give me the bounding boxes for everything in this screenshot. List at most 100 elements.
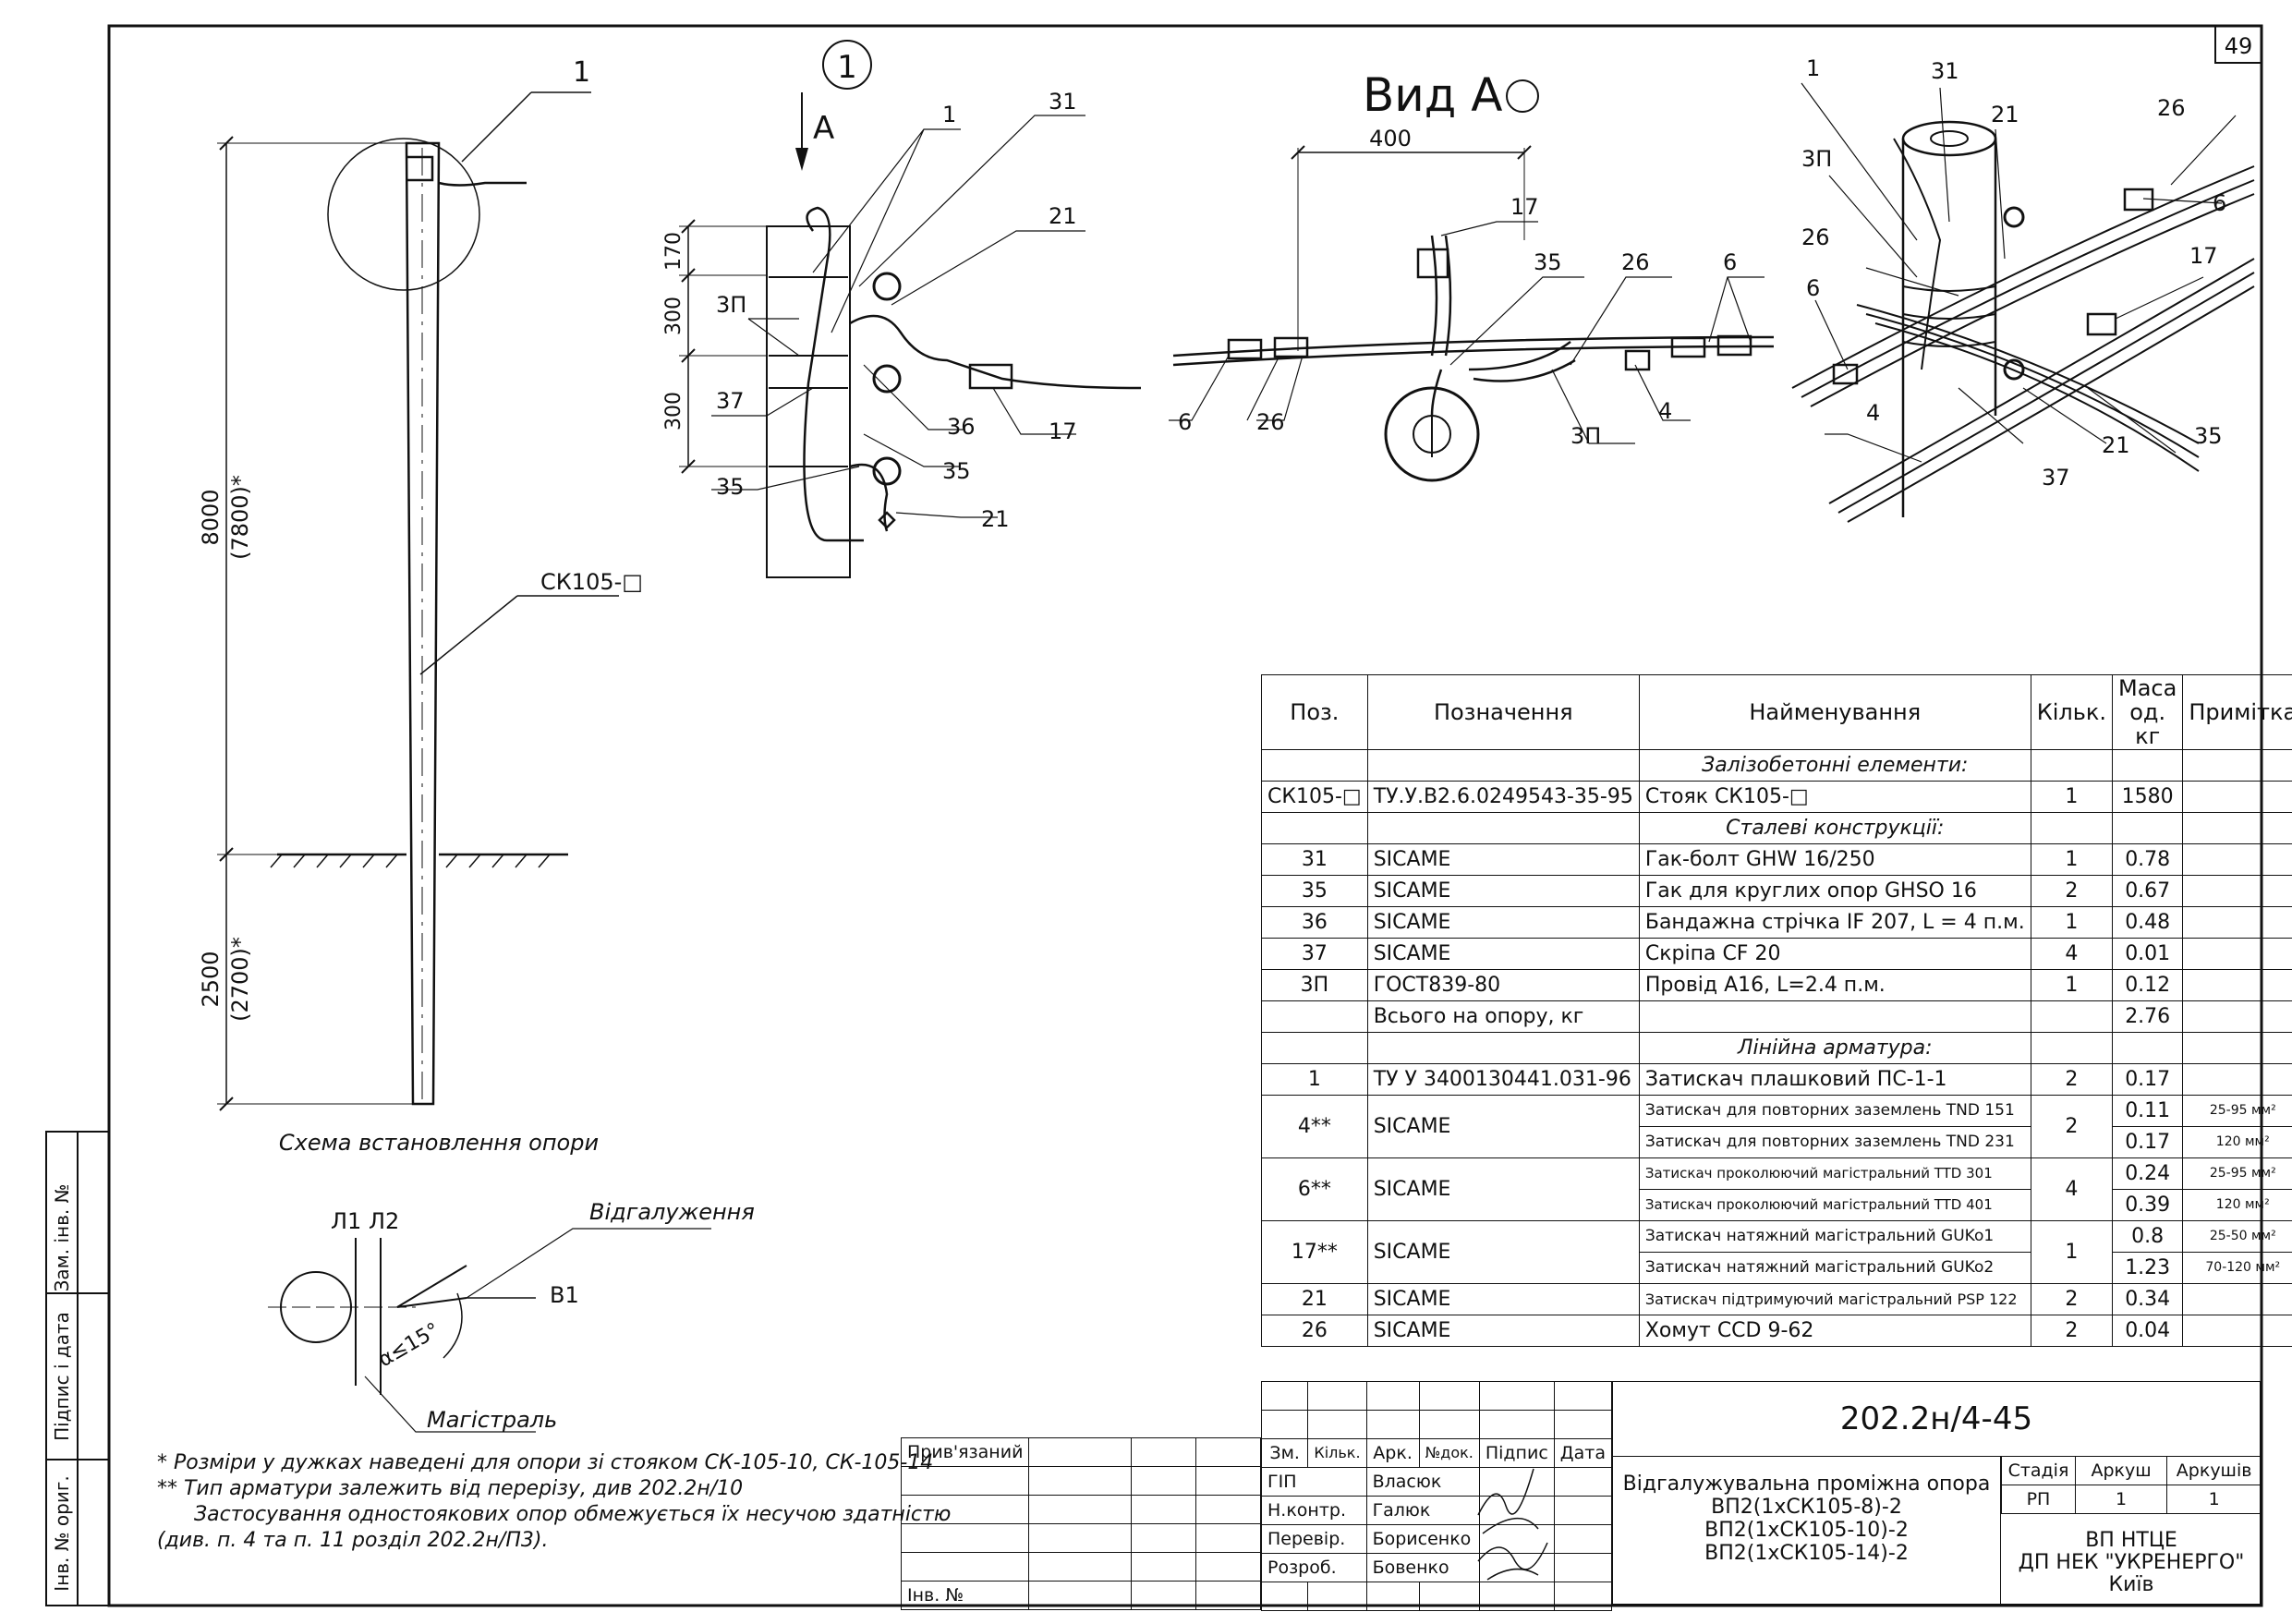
spec-h-name: Найменування xyxy=(1639,675,2031,750)
iso-label-3p: 3П xyxy=(1801,146,1832,172)
view-a-label-17: 17 xyxy=(1510,194,1539,220)
title-line-3: ВП2(1хСК105-10)-2 xyxy=(1613,1519,2000,1542)
detail-dim-3: 300 xyxy=(662,392,685,430)
cell-pos: 4** xyxy=(1262,1096,1368,1158)
spec-h-qty: Кільк. xyxy=(2031,675,2112,750)
inv-label: Інв. № xyxy=(902,1582,1029,1610)
cell-qty: 1 xyxy=(2031,907,2112,939)
view-a-cables xyxy=(1173,236,1774,365)
iso-label-6b: 6 xyxy=(2213,190,2226,216)
cell-name: Затискач підтримуючий магістральний PSP … xyxy=(1639,1284,2031,1315)
cell-des: SICAME xyxy=(1367,1158,1639,1221)
detail-label-3p: 3П xyxy=(716,292,746,318)
org-line-2: ДП НЕК "УКРЕНЕРГО" xyxy=(2001,1552,2262,1574)
col-qty: Кільк. xyxy=(1308,1439,1366,1468)
cell-total-label: Всього на опору, кг xyxy=(1367,1001,1639,1033)
detail-cables xyxy=(850,316,1141,531)
cell-qty: 2 xyxy=(2031,876,2112,907)
sheets-value: 1 xyxy=(2167,1485,2262,1514)
cell-pos: 17** xyxy=(1262,1221,1368,1284)
branch-scheme: Л1 Л2 Відгалуження В1 α≤15° Магістраль xyxy=(268,1199,755,1433)
role-check: Перевір. xyxy=(1262,1525,1367,1554)
iso-label-35: 35 xyxy=(2194,423,2223,449)
view-a-top: Вид А 400 17 35 26 6 6 26 3П 4 xyxy=(1169,68,1774,480)
sheets-header: Аркушів xyxy=(2167,1457,2262,1485)
detail-label-35a: 35 xyxy=(942,458,971,484)
cell-des: SICAME xyxy=(1367,1284,1639,1315)
angle-label: α≤15° xyxy=(375,1319,444,1373)
name-gip: Власюк xyxy=(1366,1468,1479,1497)
cell-note: 70-120 мм² xyxy=(2183,1253,2292,1284)
organization: ВП НТЦЕ ДП НЕК "УКРЕНЕРГО" Київ xyxy=(2001,1519,2262,1604)
name-norm: Галюк xyxy=(1366,1497,1479,1525)
view-a-label-6: 6 xyxy=(1723,249,1737,275)
iso-branch-cables xyxy=(1857,305,2199,471)
cell-name: Бандажна стрічка IF 207, L = 4 п.м. xyxy=(1639,907,2031,939)
col-date: Дата xyxy=(1554,1439,1611,1468)
cell-qty: 1 xyxy=(2031,970,2112,1001)
detail-callout-number: 1 xyxy=(573,56,590,89)
pole-type-label: СК105-□ xyxy=(540,569,643,595)
detail-dim-1: 170 xyxy=(662,232,685,271)
cell-name: Гак-болт GHW 16/250 xyxy=(1639,844,2031,876)
branch-label: Відгалуження xyxy=(589,1199,755,1225)
document-code: 202.2н/4-45 xyxy=(1613,1382,2260,1457)
cell-pos: 6** xyxy=(1262,1158,1368,1221)
cell-des: SICAME xyxy=(1367,1221,1639,1284)
cell-note: 120 мм² xyxy=(2183,1190,2292,1221)
iso-label-26: 26 xyxy=(1801,224,1830,250)
view-a-label-3p: 3П xyxy=(1570,423,1601,449)
cell-des: SICAME xyxy=(1367,1096,1639,1158)
detail-label-36: 36 xyxy=(947,414,976,440)
title-line-1: Відгалужувальна проміжна опора xyxy=(1613,1473,2000,1496)
section-concrete: Залізобетонні елементи: xyxy=(1639,750,2031,782)
col-doc: №док. xyxy=(1419,1439,1479,1468)
iso-label-1: 1 xyxy=(1806,55,1820,81)
cell-mass: 0.17 xyxy=(2113,1127,2183,1158)
cell-pos: 37 xyxy=(1262,939,1368,970)
table-row: Всього на опору, кг 2.76 xyxy=(1262,1001,2292,1033)
detail-1-side-view: 1 А 170 300 300 1 31 21 3П 37 36 35 17 3… xyxy=(662,41,1141,577)
cell-mass: 1580 xyxy=(2113,782,2183,813)
view-arrow-label: А xyxy=(813,110,834,147)
cell-pos: 36 xyxy=(1262,907,1368,939)
isometric-view: 1 31 3П 21 26 6 26 17 6 4 37 21 35 xyxy=(1792,55,2254,522)
stamp-replace-inv: Зам. інв. № xyxy=(51,1184,73,1292)
detail-callout-circle xyxy=(328,139,479,290)
name-check: Борисенко xyxy=(1366,1525,1479,1554)
name-dev: Бовенко xyxy=(1366,1554,1479,1582)
cell-note: 25-50 мм² xyxy=(2183,1221,2292,1253)
specification-table: Поз. Позначення Найменування Кільк. Маса… xyxy=(1261,674,2292,1347)
note-2: ** Тип арматури залежить від перерізу, д… xyxy=(157,1477,743,1500)
cell-des: ТУ У 3400130441.031-96 xyxy=(1367,1064,1639,1096)
stage-value: РП xyxy=(2002,1485,2076,1514)
iso-label-6: 6 xyxy=(1806,275,1820,301)
cell-mass: 0.67 xyxy=(2113,876,2183,907)
cell-mass: 0.24 xyxy=(2113,1158,2183,1190)
lines-label: Л1 Л2 xyxy=(331,1208,399,1234)
iso-label-31: 31 xyxy=(1931,58,1959,84)
view-a-label-26: 26 xyxy=(1621,249,1650,275)
role-dev: Розроб. xyxy=(1262,1554,1367,1582)
spec-h-designation: Позначення xyxy=(1367,675,1639,750)
pole-installation-scheme: 8000 (7800)* 2500 (2700)* 1 СК105-□ Схем… xyxy=(198,56,643,1156)
cell-qty: 2 xyxy=(2031,1096,2112,1158)
cell-total-mass: 2.76 xyxy=(2113,1001,2183,1033)
cell-des: SICAME xyxy=(1367,907,1639,939)
title-block-main: 202.2н/4-45 Відгалужувальна проміжна опо… xyxy=(1612,1381,2261,1605)
org-line-1: ВП НТЦЕ xyxy=(2001,1530,2262,1552)
view-a-label-6b: 6 xyxy=(1178,409,1192,435)
title-line-2: ВП2(1хСК105-8)-2 xyxy=(1613,1496,2000,1519)
cell-des: ГОСТ839-80 xyxy=(1367,970,1639,1001)
sheet-header: Аркуш xyxy=(2075,1457,2166,1485)
cell-name: Затискач натяжний магістральний GUKo2 xyxy=(1639,1253,2031,1284)
